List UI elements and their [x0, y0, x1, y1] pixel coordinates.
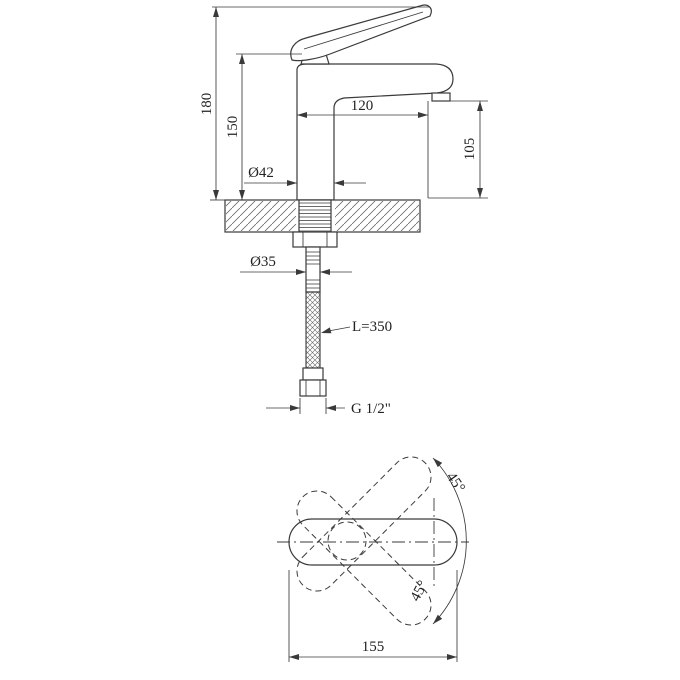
braided-hose [305, 291, 321, 369]
handle-lever [290, 4, 432, 62]
arrowhead [239, 190, 245, 200]
deck-hatch-right [335, 201, 419, 231]
handle-position-lower [296, 490, 432, 626]
arrowhead [297, 112, 307, 118]
handle-pivot-circle [327, 521, 367, 561]
hose-crimp [302, 367, 324, 381]
arrowhead [320, 269, 330, 275]
handle-angle-lower-label: 45° [407, 578, 431, 604]
arrowhead [433, 614, 443, 624]
dim-shank-diameter-label: Ø35 [250, 254, 276, 270]
thread-size-label: G 1/2" [351, 401, 391, 417]
locknut [292, 231, 338, 248]
hose-nut-facets [305, 380, 321, 396]
arrowhead [213, 190, 219, 200]
arrowhead [477, 101, 483, 111]
dim-base-diameter-label: Ø42 [248, 165, 274, 181]
dim-spout-height-label: 105 [462, 138, 478, 161]
arrowhead [321, 327, 332, 334]
faucet-side-view: 180 150 120 105 Ø42 [199, 4, 488, 417]
arrowhead [287, 180, 297, 186]
arrowhead [447, 654, 457, 660]
hose-length-label: L=350 [352, 319, 392, 335]
arrowhead [477, 188, 483, 198]
arrowhead [418, 112, 428, 118]
faucet-top-view: 45° 45° 155 [277, 456, 469, 662]
locknut-facets [302, 232, 328, 247]
handle-detail-line [303, 11, 424, 50]
arrowhead [289, 654, 299, 660]
arrowhead [213, 7, 219, 17]
top-view-dimensions: 155 [288, 570, 458, 662]
handle-rotation-arc [432, 457, 467, 625]
faucet-body [296, 63, 454, 201]
tube-threads [306, 251, 320, 289]
arrowhead [334, 180, 344, 186]
arrowhead [296, 269, 306, 275]
shank-threads [299, 202, 331, 232]
arrowhead [326, 405, 336, 411]
hose-nut [299, 379, 327, 397]
dim-spout-reach-label: 120 [351, 98, 374, 114]
deck-hatch-left [226, 201, 296, 231]
arrowhead [290, 405, 300, 411]
dim-base-width-label: 155 [362, 639, 385, 655]
dim-total-height-label: 180 [199, 93, 215, 116]
arrowhead [433, 458, 443, 468]
handle-angle-upper-label: 45° [443, 470, 468, 496]
threaded-tube [305, 246, 321, 293]
side-view-dimensions: 180 150 120 105 Ø42 [199, 6, 488, 417]
aerator [431, 92, 451, 102]
arrowhead [239, 54, 245, 64]
handle-position-upper [296, 456, 432, 592]
dim-body-height-label: 150 [225, 116, 241, 139]
